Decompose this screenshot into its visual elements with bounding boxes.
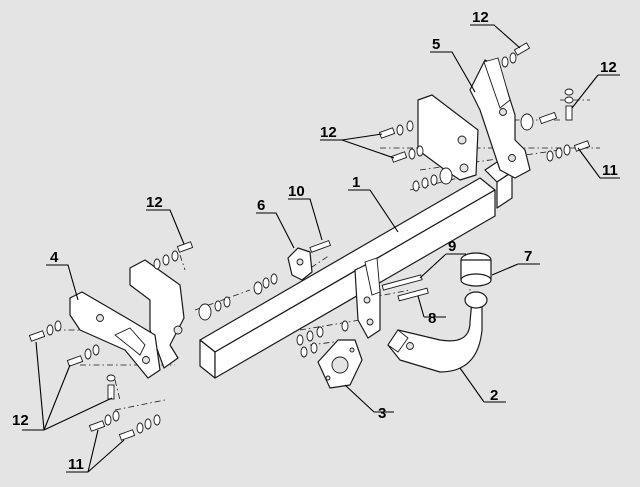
square-plate-part-6 bbox=[287, 247, 313, 281]
bolt-icon bbox=[88, 410, 161, 441]
bolt-icon bbox=[28, 320, 116, 400]
center-socket-bracket bbox=[354, 257, 381, 339]
callout-11-right: 11 bbox=[602, 162, 618, 179]
fasteners bbox=[28, 42, 591, 441]
callout-12-upper-left: 12 bbox=[146, 194, 163, 211]
callout-4: 4 bbox=[50, 249, 59, 266]
washer-icon bbox=[296, 320, 349, 358]
socket-plate-part-3 bbox=[317, 339, 363, 389]
callout-8: 8 bbox=[428, 310, 436, 327]
callout-1: 1 bbox=[352, 174, 360, 191]
left-bar-plate bbox=[129, 259, 185, 369]
callout-9: 9 bbox=[448, 238, 456, 255]
callout-labels: 12 5 12 12 11 1 10 6 12 9 7 4 8 3 2 12 1… bbox=[12, 9, 618, 473]
callout-3: 3 bbox=[378, 405, 386, 422]
callout-11-left: 11 bbox=[68, 456, 84, 473]
bolt-icon bbox=[546, 140, 591, 162]
callout-12-top: 12 bbox=[472, 9, 489, 26]
bolt-icon bbox=[501, 42, 531, 68]
callout-7: 7 bbox=[524, 248, 532, 265]
bolt-icon bbox=[378, 120, 453, 192]
callout-6: 6 bbox=[257, 197, 265, 214]
bolt-icon bbox=[381, 274, 429, 302]
tow-ball-part-7 bbox=[460, 252, 492, 309]
bolt-icon bbox=[309, 240, 331, 253]
callout-5: 5 bbox=[432, 36, 440, 53]
bolt-icon bbox=[153, 241, 194, 270]
callout-12-right: 12 bbox=[600, 59, 617, 76]
right-side-bracket-part-5 bbox=[469, 57, 531, 179]
leader-lines bbox=[22, 24, 620, 473]
callout-12-mid: 12 bbox=[320, 124, 337, 141]
washer-icon bbox=[198, 273, 278, 321]
bolt-icon bbox=[520, 88, 574, 131]
left-side-bracket-part-4 bbox=[69, 291, 161, 379]
callout-10: 10 bbox=[288, 183, 305, 200]
callout-12-left: 12 bbox=[12, 412, 29, 429]
callout-2: 2 bbox=[490, 387, 498, 404]
right-bar-plate bbox=[417, 94, 479, 181]
crossbar-part-1 bbox=[199, 159, 513, 379]
